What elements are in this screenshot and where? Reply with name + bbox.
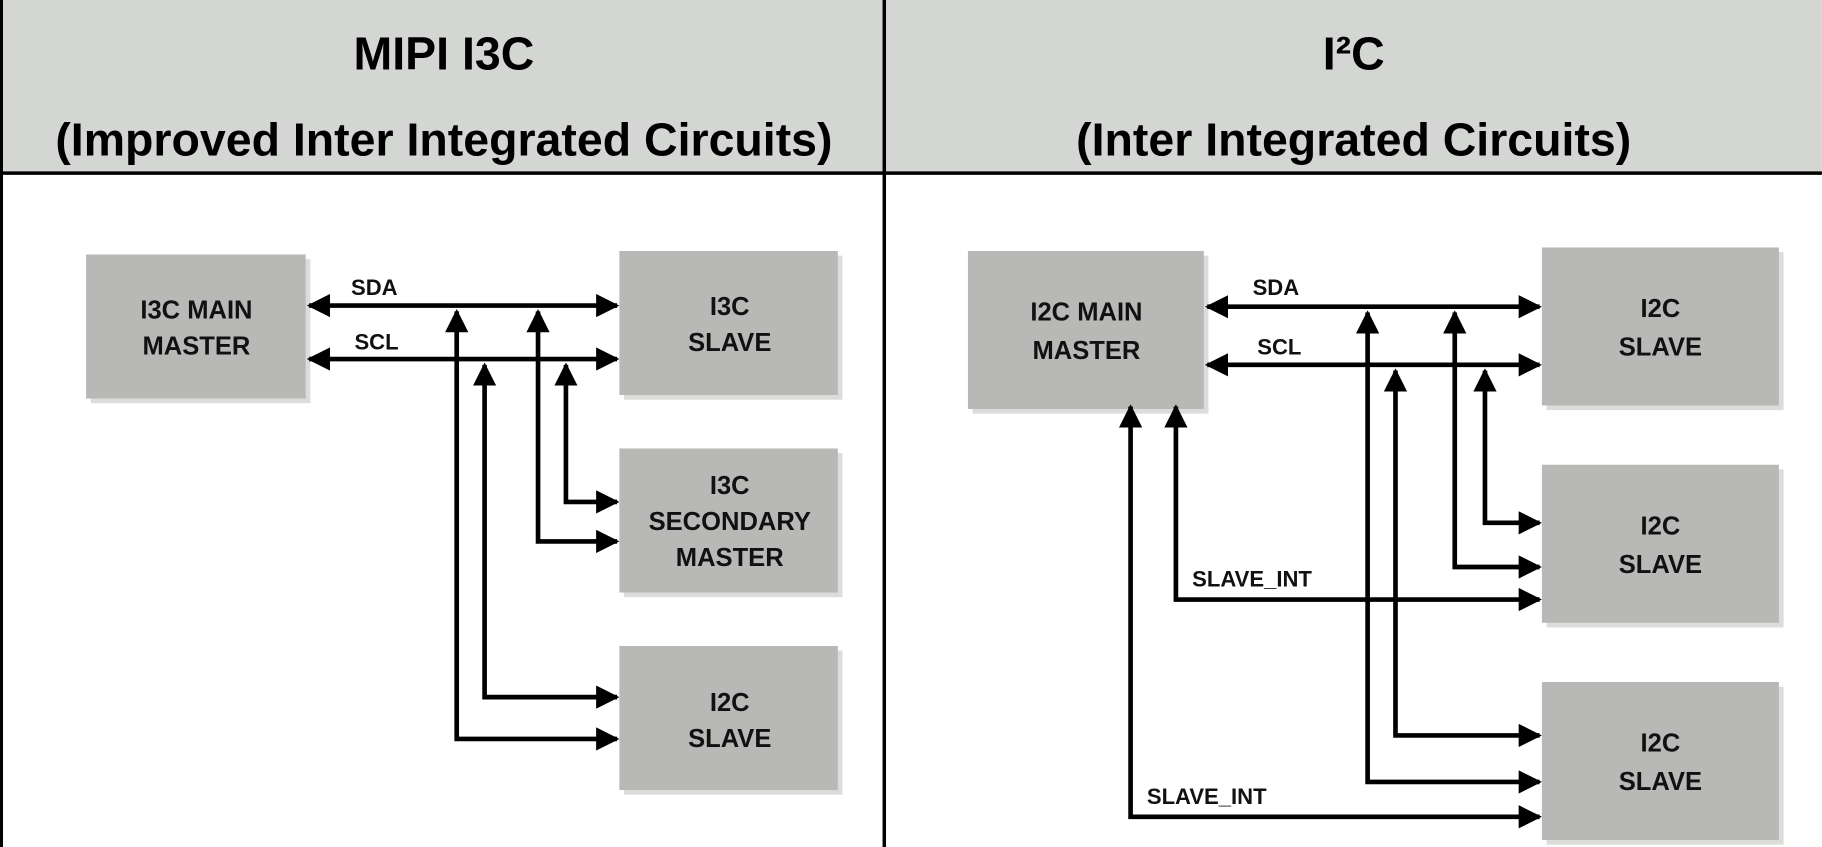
i2c-subtitle: (Inter Integrated Circuits) — [1076, 114, 1631, 166]
box-label-line: SLAVE — [1619, 768, 1702, 796]
i2c-scl-label: SCL — [1257, 334, 1301, 359]
box-label-line: I2C — [1641, 730, 1681, 758]
box-label-line: MASTER — [143, 332, 251, 360]
i3c-title: MIPI I3C — [354, 28, 535, 80]
i3c-secmaster-sda-wire — [526, 309, 620, 554]
box-label-line: SLAVE — [1619, 334, 1702, 362]
box-label-line: SLAVE — [1619, 551, 1702, 579]
i3c-scl-label: SCL — [354, 330, 398, 355]
i2c-slave3-scl-wire — [1383, 368, 1542, 748]
i3c-panel-i2c-slave-box: I2C SLAVE — [619, 645, 843, 795]
header-i3c — [0, 0, 885, 174]
i3c-panel: I3C MAIN MASTER I3C SLAVE I3C SECONDARY … — [86, 250, 843, 795]
i2c-slave-int-2-wire — [1118, 404, 1542, 829]
i2c-slave2-scl-wire — [1473, 368, 1542, 535]
i3c-i2cslave-sda-wire — [445, 309, 620, 751]
box-label-line: I3C — [710, 293, 750, 321]
i2c-sda-label: SDA — [1253, 275, 1300, 300]
box-label-line: I2C MAIN — [1030, 299, 1142, 327]
box-label-line: SECONDARY — [649, 508, 811, 536]
box-label-line: I2C — [710, 689, 750, 717]
box-label-line: MASTER — [676, 544, 784, 572]
i3c-i2cslave-scl-wire — [472, 362, 620, 709]
i2c-slave-int-1-label: SLAVE_INT — [1192, 567, 1312, 592]
i2c-panel: I2C MAIN MASTER I2C SLAVE I2C SLAVE I2C … — [967, 247, 1784, 845]
i2c-slave-int-2-label: SLAVE_INT — [1147, 784, 1267, 809]
i2c-title: I²C — [1323, 28, 1385, 80]
box-label-line: I3C — [710, 472, 750, 500]
i2c-slave-2-box: I2C SLAVE — [1541, 464, 1784, 628]
i2c-slave-3-box: I2C SLAVE — [1541, 682, 1784, 845]
i3c-sda-label: SDA — [351, 275, 398, 300]
i3c-subtitle: (Improved Inter Integrated Circuits) — [55, 114, 832, 166]
box-label-line: I2C — [1641, 295, 1681, 323]
i3c-slave-box: I3C SLAVE — [619, 250, 843, 400]
box-label-line: I2C — [1641, 512, 1681, 540]
header-i2c — [884, 0, 1822, 174]
box-label-line: MASTER — [1033, 337, 1141, 365]
box-label-line: SLAVE — [688, 725, 771, 753]
i2c-main-master-box: I2C MAIN MASTER — [967, 250, 1209, 414]
i3c-secondary-master-box: I3C SECONDARY MASTER — [619, 448, 843, 598]
box-label-line: I3C MAIN — [140, 296, 252, 324]
box-label-line: SLAVE — [688, 329, 771, 357]
i3c-secmaster-scl-wire — [554, 362, 620, 514]
i2c-slave-1-box: I2C SLAVE — [1541, 247, 1784, 411]
i2c-slave2-sda-wire — [1443, 310, 1542, 579]
i3c-main-master-box: I3C MAIN MASTER — [86, 254, 311, 404]
